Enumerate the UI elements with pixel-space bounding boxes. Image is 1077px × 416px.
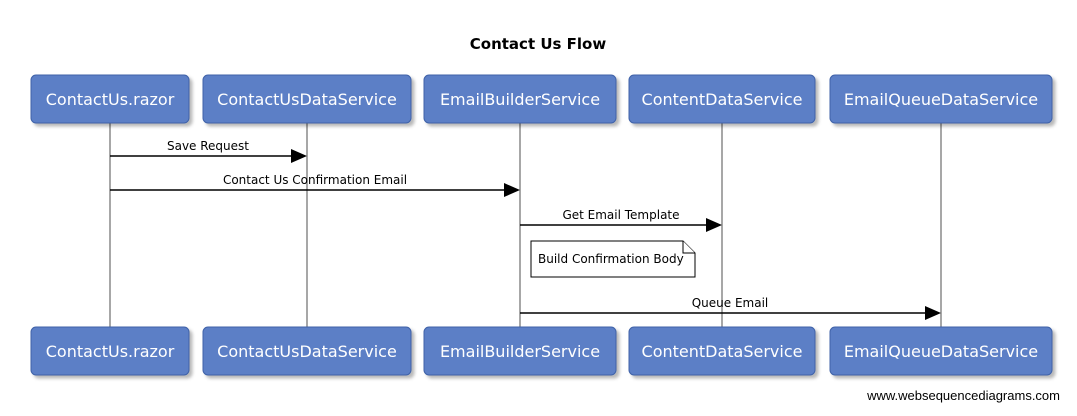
message-label: Get Email Template	[562, 208, 679, 222]
participant-label: ContactUsDataService	[217, 90, 397, 109]
participant-contactus-razor-bottom: ContactUs.razor	[30, 326, 190, 376]
participant-label: EmailBuilderService	[440, 342, 600, 361]
participant-contactusdataservice-bottom: ContactUsDataService	[202, 326, 412, 376]
message-label: Contact Us Confirmation Email	[223, 173, 407, 187]
participant-label: ContactUsDataService	[217, 342, 397, 361]
participant-emailqueuedataservice-bottom: EmailQueueDataService	[829, 326, 1053, 376]
watermark: www.websequencediagrams.com	[866, 388, 1060, 403]
participant-label: EmailBuilderService	[440, 90, 600, 109]
message-queue-email: Queue Email	[520, 296, 941, 320]
message-contact-us-confirmation-email: Contact Us Confirmation Email	[110, 173, 520, 197]
participant-label: ContactUs.razor	[46, 342, 175, 361]
participant-emailbuilderservice-top: EmailBuilderService	[423, 74, 617, 124]
participant-label: EmailQueueDataService	[844, 342, 1038, 361]
message-get-email-template: Get Email Template	[520, 208, 722, 232]
message-label: Save Request	[167, 139, 249, 153]
participant-emailqueuedataservice-top: EmailQueueDataService	[829, 74, 1053, 124]
participant-label: EmailQueueDataService	[844, 90, 1038, 109]
participant-contactus-razor-top: ContactUs.razor	[30, 74, 190, 124]
participant-contentdataservice-top: ContentDataService	[628, 74, 816, 124]
participant-label: ContactUs.razor	[46, 90, 175, 109]
participant-label: ContentDataService	[642, 90, 803, 109]
participant-label: ContentDataService	[642, 342, 803, 361]
participant-emailbuilderservice-bottom: EmailBuilderService	[423, 326, 617, 376]
messages: Save Request Contact Us Confirmation Ema…	[110, 139, 941, 320]
arrowhead-icon	[925, 306, 941, 320]
arrowhead-icon	[706, 218, 722, 232]
participant-contentdataservice-bottom: ContentDataService	[628, 326, 816, 376]
note-fold-icon	[682, 241, 695, 254]
note-text: Build Confirmation Body	[538, 252, 684, 266]
note-build-confirmation-body: Build Confirmation Body	[530, 240, 696, 278]
arrowhead-icon	[504, 183, 520, 197]
message-save-request: Save Request	[110, 139, 307, 163]
note-box	[530, 240, 696, 278]
participants-bottom: ContactUs.razor ContactUsDataService Ema…	[30, 326, 1053, 376]
message-label: Queue Email	[692, 296, 769, 310]
participants-top: ContactUs.razor ContactUsDataService Ema…	[30, 74, 1053, 124]
participant-contactusdataservice-top: ContactUsDataService	[202, 74, 412, 124]
arrowhead-icon	[291, 149, 307, 163]
diagram-title: Contact Us Flow	[470, 35, 607, 53]
